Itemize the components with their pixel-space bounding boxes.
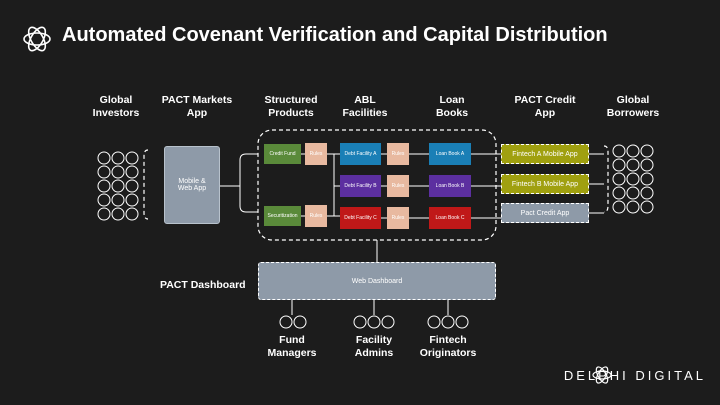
securitization-box: Securitization (264, 206, 301, 226)
fintech-b-app-box: Fintech B Mobile App (501, 174, 589, 194)
pact-credit-app-box: Pact Credit App (501, 203, 589, 223)
label-global-borrowers: Global Borrowers (606, 94, 660, 119)
brand-name: DELPHI DIGITAL (563, 368, 706, 383)
rules-box: Rules (387, 207, 409, 229)
debt-facility-b-box: Debt Facility B (340, 175, 381, 197)
loan-book-c-box: Loan Book C (429, 207, 471, 229)
debt-facility-a-box: Debt Facility A (340, 143, 381, 165)
borrower-grid (612, 144, 654, 214)
label-fund-managers: Fund Managers (267, 334, 317, 359)
page-title: Automated Covenant Verification and Capi… (62, 24, 608, 46)
label-structured-products: Structured Products (264, 94, 318, 119)
credit-fund-box: Credit Fund (264, 144, 301, 164)
label-loan-books: Loan Books (435, 94, 469, 119)
label-global-investors: Global Investors (92, 94, 140, 119)
rules-box: Rules (305, 143, 327, 165)
loan-book-b-box: Loan Book B (429, 175, 471, 197)
label-fintech-originators: Fintech Originators (419, 334, 477, 359)
mobile-web-app-box: Mobile & Web App (164, 146, 220, 224)
label-facility-admins: Facility Admins (354, 334, 394, 359)
rules-box: Rules (387, 143, 409, 165)
label-pact-markets-app: PACT Markets App (161, 94, 233, 119)
label-pact-dashboard: PACT Dashboard (160, 279, 246, 291)
label-abl-facilities: ABL Facilities (342, 94, 388, 119)
rules-box: Rules (305, 205, 327, 227)
debt-facility-c-box: Debt Facility C (340, 207, 381, 229)
label-pact-credit-app: PACT Credit App (514, 94, 576, 119)
investor-grid (97, 151, 139, 221)
fintech-a-app-box: Fintech A Mobile App (501, 144, 589, 164)
rules-box: Rules (387, 175, 409, 197)
loan-book-a-box: Loan Book A (429, 143, 471, 165)
web-dashboard-box: Web Dashboard (258, 262, 496, 300)
